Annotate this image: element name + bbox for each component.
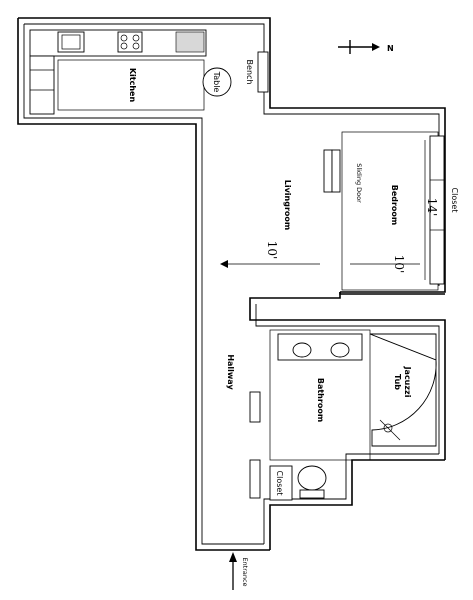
bedroom: Closet Bedroom Sliding Door 14' 10' bbox=[323, 131, 459, 291]
tub-label: Tub bbox=[393, 374, 402, 390]
bench-label: Bench bbox=[245, 60, 254, 85]
sink-icon bbox=[330, 342, 350, 358]
kitchen-counter-left bbox=[29, 55, 55, 115]
north-label: N bbox=[387, 44, 394, 53]
table-icon bbox=[202, 67, 232, 97]
bathroom-area bbox=[269, 329, 371, 461]
north-arrow-icon bbox=[372, 43, 380, 51]
livingroom-width-dim: 10' bbox=[265, 241, 279, 260]
refrigerator-icon bbox=[175, 31, 205, 53]
sink-icon bbox=[292, 342, 312, 358]
bedroom-width-dim: 10' bbox=[392, 255, 406, 274]
jacuzzi-tub: Jacuzzi Tub bbox=[369, 333, 437, 447]
vanity-counter bbox=[277, 333, 363, 361]
toilet-icon bbox=[297, 465, 327, 491]
livingroom-label: Livingroom bbox=[283, 180, 292, 231]
hallway-shelf-2 bbox=[249, 459, 261, 499]
closet-bath-label: Closet bbox=[275, 471, 284, 496]
sink-icon bbox=[57, 31, 85, 53]
bench-icon bbox=[257, 51, 269, 93]
bedroom-closet bbox=[429, 135, 445, 285]
dimension-arrow-icon bbox=[220, 260, 228, 268]
bedroom-label: Bedroom bbox=[390, 185, 399, 226]
hallway-label: Hallway bbox=[226, 354, 235, 390]
tub-icon bbox=[369, 333, 437, 447]
bathroom-closet bbox=[269, 465, 293, 501]
entrance-arrow-icon bbox=[229, 552, 237, 562]
entrance-label: Entrance bbox=[241, 557, 249, 586]
sliding-door-label: Sliding Door bbox=[355, 163, 363, 203]
bathroom-label: Bathroom bbox=[316, 378, 325, 422]
stove-icon bbox=[117, 31, 143, 53]
kitchen-label: Kitchen bbox=[128, 68, 137, 103]
dining-area: Table Bench bbox=[202, 51, 269, 97]
jacuzzi-label: Jacuzzi bbox=[403, 366, 412, 398]
bedroom-area bbox=[341, 131, 439, 291]
closet-bedroom-label: Closet bbox=[450, 188, 459, 213]
table-label: Table bbox=[212, 71, 221, 93]
compass: N bbox=[338, 40, 394, 54]
livingroom: Livingroom 10' bbox=[220, 180, 320, 268]
bathroom: Bathroom Closet bbox=[269, 329, 371, 501]
kitchen: Kitchen bbox=[29, 29, 207, 115]
sliding-door bbox=[323, 149, 333, 193]
hallway: Hallway bbox=[226, 354, 261, 499]
entrance: Entrance bbox=[229, 552, 249, 590]
bedroom-length-dim: 14' bbox=[425, 198, 439, 217]
exterior-walls bbox=[17, 17, 446, 551]
hallway-shelf bbox=[249, 391, 261, 423]
